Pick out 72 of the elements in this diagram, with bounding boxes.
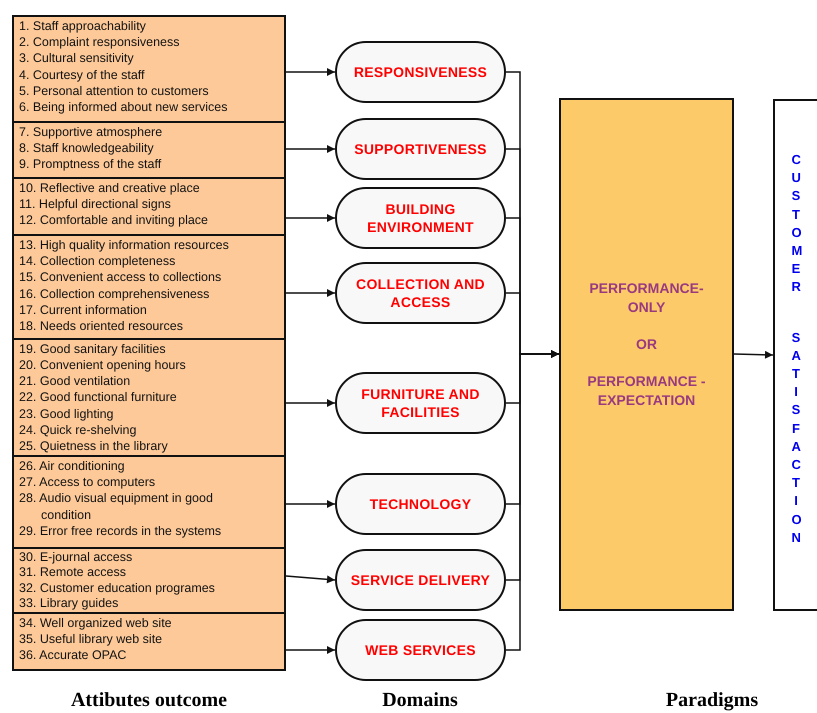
list-item: 9. Promptness of the staff: [19, 156, 162, 173]
list-item: 6. Being informed about new services: [19, 99, 228, 116]
outcome-box: [773, 99, 817, 611]
attribute-box: [12, 15, 286, 123]
list-item: 36. Accurate OPAC: [19, 647, 128, 664]
paradigm-text: PERFORMANCE-ONLY: [588, 279, 705, 317]
list-item: 34. Well organized web site: [19, 615, 173, 632]
list-item: 26. Air conditioning: [19, 458, 126, 474]
attribute-box: [12, 612, 286, 671]
list-item: 27. Access to computers: [19, 474, 156, 490]
list-item: 20. Convenient opening hours: [19, 357, 187, 374]
arrow: [286, 646, 335, 654]
list-item: 19. Good sanitary facilities: [19, 341, 167, 358]
attribute-box: [12, 338, 286, 457]
list-item: 28. Audio visual equipment in good condition: [19, 490, 214, 523]
list-item: 10. Reflective and creative place: [19, 180, 201, 196]
list-item: 3. Cultural sensitivity: [19, 50, 135, 67]
arrow: [286, 399, 335, 407]
vertical-label: CUSTOMER: [791, 151, 801, 296]
list-item: 23. Good lighting: [19, 406, 115, 422]
arrow: [286, 575, 336, 584]
list-item: 11. Helpful directional signs: [19, 196, 172, 212]
column-heading: Domains: [382, 689, 458, 712]
attribute-box: [12, 121, 286, 179]
arrow: [286, 214, 335, 222]
list-item: 29. Error free records in the systems: [19, 522, 222, 540]
list-item: 35. Useful library web site: [19, 631, 164, 648]
arrow: [286, 145, 335, 153]
domain-label: COLLECTION AND ACCESS: [355, 275, 486, 311]
list-item: 8. Staff knowledgeability: [19, 140, 155, 156]
paradigm-box: [559, 98, 734, 611]
list-item: 24. Quick re-shelving: [19, 422, 138, 438]
list-item: 31. Remote access: [19, 565, 127, 580]
arrow: [286, 289, 335, 297]
list-item: 5. Personal attention to customers: [19, 82, 210, 100]
arrow: [734, 350, 774, 359]
list-item: 21. Good ventilation: [19, 373, 132, 390]
column-heading: Attibutes outcome: [70, 689, 228, 712]
list-item: 14. Collection completeness: [19, 253, 176, 270]
paradigm-text: PERFORMANCE - EXPECTATION: [586, 372, 706, 410]
list-item: 2. Complaint responsiveness: [19, 34, 180, 50]
list-item: 30. E-journal access: [19, 550, 134, 566]
list-item: 32. Customer education programes: [19, 580, 216, 596]
list-item: 18. Needs oriented resources: [19, 318, 184, 334]
domain-label: FURNITURE AND FACILITIES: [360, 385, 481, 421]
domain-label: TECHNOLOGY: [370, 495, 472, 513]
list-item: 15. Convenient access to collections: [19, 269, 222, 286]
list-item: 12. Comfortable and inviting place: [19, 212, 210, 229]
domain-label: WEB SERVICES: [365, 641, 476, 659]
domain-label: RESPONSIVENESS: [354, 63, 488, 81]
list-item: 25. Quietness in the library: [19, 438, 169, 454]
list-item: 4. Courtesy of the staff: [19, 66, 146, 83]
list-item: 33. Library guides: [19, 596, 120, 611]
arrow: [506, 350, 559, 651]
column-heading: Paradigms: [666, 689, 758, 712]
domain-label: BUILDING ENVIRONMENT: [366, 200, 475, 236]
attribute-box: [12, 234, 286, 340]
arrow: [286, 68, 335, 76]
list-item: 22. Good functional furniture: [19, 389, 178, 406]
list-item: 7. Supportive atmosphere: [19, 124, 164, 140]
paradigm-text: OR: [635, 335, 658, 354]
list-item: 13. High quality information resources: [19, 237, 230, 254]
attribute-box: [12, 177, 286, 236]
attribute-box: [12, 547, 286, 614]
domain-label: SUPPORTIVENESS: [354, 140, 487, 158]
vertical-label: SATISFACTION: [791, 328, 801, 547]
arrow: [286, 500, 335, 508]
domain-label: SERVICE DELIVERY: [350, 571, 490, 589]
attribute-box: [12, 455, 286, 549]
list-item: 1. Staff approachability: [19, 18, 147, 34]
list-item: 17. Current information: [19, 302, 148, 318]
list-item: 16. Collection comprehensiveness: [19, 286, 210, 302]
